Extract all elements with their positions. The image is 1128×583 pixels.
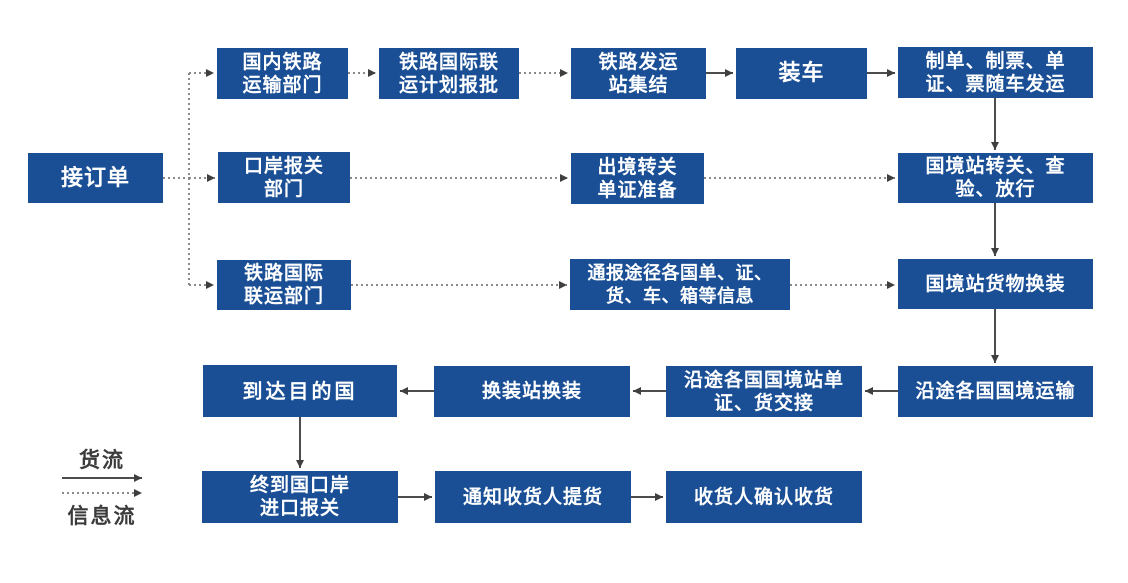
node-loading: 装车 bbox=[736, 48, 867, 99]
node-intl-joint-transport-dept: 铁路国际 联运部门 bbox=[217, 260, 351, 310]
node-arrive-destination-country: 到达目的国 bbox=[203, 365, 397, 417]
node-notify-countries-info: 通报途径各国单、证、 货、车、箱等信息 bbox=[570, 259, 790, 310]
node-reload-station-transfer: 换装站换装 bbox=[434, 366, 630, 417]
node-consignee-confirm-receipt: 收货人确认收货 bbox=[666, 471, 862, 523]
node-transit-border-transport: 沿途各国国境运输 bbox=[898, 366, 1093, 417]
node-intl-plan-approval: 铁路国际联 运计划报批 bbox=[379, 48, 519, 99]
node-receive-order: 接订单 bbox=[28, 153, 163, 203]
node-docs-with-train: 制单、制票、单 证、票随车发运 bbox=[898, 47, 1093, 98]
node-domestic-rail-dept: 国内铁路 运输部门 bbox=[217, 48, 348, 99]
node-border-station-customs: 国境站转关、查 验、放行 bbox=[898, 153, 1093, 203]
legend-info-flow-label: 信息流 bbox=[67, 504, 137, 528]
node-notify-consignee-pickup: 通知收货人提货 bbox=[435, 471, 631, 523]
node-exit-transfer-docs: 出境转关 单证准备 bbox=[571, 153, 704, 204]
node-dispatch-station-assembly: 铁路发运 站集结 bbox=[571, 48, 706, 99]
node-transit-border-handover: 沿途各国国境站单 证、货交接 bbox=[666, 366, 862, 417]
legend-goods-flow-label: 货流 bbox=[79, 448, 125, 472]
node-final-port-import-customs: 终到国口岸 进口报关 bbox=[202, 471, 398, 523]
node-border-station-reload: 国境站货物换装 bbox=[898, 259, 1093, 309]
node-port-customs-dept: 口岸报关 部门 bbox=[218, 152, 350, 203]
